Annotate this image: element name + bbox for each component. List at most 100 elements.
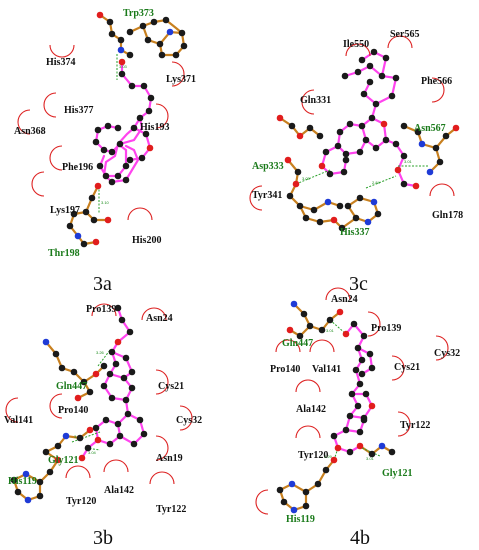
residue-label: Pro140 (58, 405, 88, 416)
residue-label: His200 (132, 235, 161, 246)
hydrophobic-contact-icon (295, 425, 321, 439)
residue-label: Cys21 (158, 381, 184, 392)
hydrophobic-contact-icon (127, 207, 153, 221)
panel-label: 3b (93, 527, 113, 549)
hydrophobic-contact-icon (387, 35, 413, 49)
hydrophobic-contact-icon (301, 89, 315, 115)
hbond-distance: 3.10 (101, 200, 110, 205)
hydrophobic-contact-icon (255, 489, 269, 515)
hydrophobic-contact-icon (435, 335, 449, 361)
hydrophobic-contact-icon (141, 307, 167, 321)
residue-label: His377 (64, 105, 93, 116)
residue-label: His193 (140, 122, 169, 133)
residue-label: Pro139 (371, 323, 401, 334)
hbond-residue-label: Thr198 (48, 248, 80, 259)
atoms (10, 304, 148, 504)
panel-3c: 3.05 3.01 2.84 (249, 29, 463, 295)
hydrophobic-contact-icon (149, 471, 175, 485)
hydrophobic-contact-icon (65, 465, 91, 479)
residue-label: Val141 (4, 415, 33, 426)
hydrophobic-contact-icon (43, 92, 57, 118)
hbond-residue-label: Trp373 (123, 8, 154, 19)
residue-label: Ala142 (296, 404, 326, 415)
hydrophobic-contact-icon (91, 303, 117, 317)
residue-label: Asn368 (14, 126, 46, 137)
hydrophobic-contact-icon (345, 43, 371, 57)
hbond-distance: 3.01 (404, 159, 413, 164)
hbond-distance: 3.05 (302, 176, 311, 181)
residue-label: Gln178 (432, 210, 463, 221)
hbond-residue-label: Gln447 (56, 381, 87, 392)
residue-label: Cys21 (394, 362, 420, 373)
residue-label: His374 (46, 57, 75, 68)
hydrophobic-contact-icon (397, 411, 411, 437)
residue-label: Cys32 (434, 348, 460, 359)
hbond-distance: 3.01 (366, 456, 375, 461)
residue-label: Asn24 (146, 313, 173, 324)
residue-label: Phe566 (421, 76, 452, 87)
residue-label: Asn24 (331, 294, 358, 305)
hydrophobic-contact-icon (431, 77, 445, 103)
residue-label: Ile550 (343, 39, 369, 50)
hbond-distance: 3.03 (119, 64, 128, 69)
panel-4b: 3.01 3.29 3.01 (255, 287, 460, 549)
hydrophobic-contact-icon (171, 61, 185, 87)
residue-label: Asn19 (156, 453, 183, 464)
hbond-residue-label: His119 (286, 514, 315, 525)
atoms (66, 11, 188, 248)
hydrophobic-contact-icon (49, 393, 63, 419)
hbond-residue-label: His119 (8, 476, 37, 487)
hbond-residue-label: Gly121 (48, 455, 79, 466)
hydrophobic-contact-icon (17, 109, 31, 135)
hbond-distance: 3.01 (326, 328, 335, 333)
residue-label: Pro139 (86, 304, 116, 315)
hydrophobic-contact-icon (49, 145, 63, 171)
residue-label: Tyr120 (66, 496, 96, 507)
residue-label: Tyr120 (298, 450, 328, 461)
residue-label: Ser565 (390, 29, 419, 40)
hydrophobic-contact-icon (155, 103, 169, 129)
hydrophobic-contact-icon (275, 339, 301, 353)
panel-label: 3a (93, 273, 112, 295)
hydrophobic-contact-icon (31, 171, 45, 197)
hydrophobic-contact-icon (249, 185, 263, 211)
panel-3a: 3.03 3.10 (14, 8, 196, 295)
residue-label: Tyr122 (156, 504, 186, 515)
residue-label: Gln331 (300, 95, 331, 106)
hbond-residue-label: Asn567 (414, 123, 446, 134)
hydrophobic-contact-icon (49, 44, 75, 58)
hbond-distance: 3.04 (88, 450, 97, 455)
hbond-residue-label: Asp333 (252, 161, 284, 172)
hydrophobic-contact-icon (155, 369, 169, 395)
hydrophobic-contact-icon (309, 339, 335, 353)
residue-label: Cys32 (176, 415, 202, 426)
hydrophobic-contact-icon (325, 287, 351, 301)
hbond-residue-label: Gly121 (382, 468, 413, 479)
hydrophobic-contact-icon (103, 459, 129, 473)
residue-label: Pro140 (270, 364, 300, 375)
hydrophobic-contact-icon (155, 435, 169, 461)
residue-label: Tyr341 (252, 190, 282, 201)
residue-label: Phe196 (62, 162, 93, 173)
panel-label: 3c (349, 273, 368, 295)
hydrophobic-contact-icon (429, 183, 455, 197)
hydrophobic-contact-icon (5, 397, 19, 423)
hydrophobic-contact-icon (295, 379, 321, 393)
atoms (276, 300, 396, 514)
hbond-residue-label: His337 (340, 227, 369, 238)
hydrophobic-contact-icon (391, 355, 405, 381)
panel-label: 4b (350, 527, 370, 549)
hbond-distance: 3.29 (324, 454, 333, 459)
residue-label: Lys371 (166, 74, 196, 85)
hydrophobic-contact-icon (367, 311, 381, 337)
hydrophobic-contact-icon (179, 405, 193, 431)
hbond-distance: 3.26 (96, 350, 105, 355)
residue-label: Ala142 (104, 485, 134, 496)
hbond-residue-label: Gln447 (282, 338, 313, 349)
atoms (276, 48, 460, 232)
residue-label: Val141 (312, 364, 341, 375)
residue-label: Tyr122 (400, 420, 430, 431)
hbond-distance: 2.84 (372, 180, 381, 185)
residue-label: Lys197 (50, 205, 80, 216)
